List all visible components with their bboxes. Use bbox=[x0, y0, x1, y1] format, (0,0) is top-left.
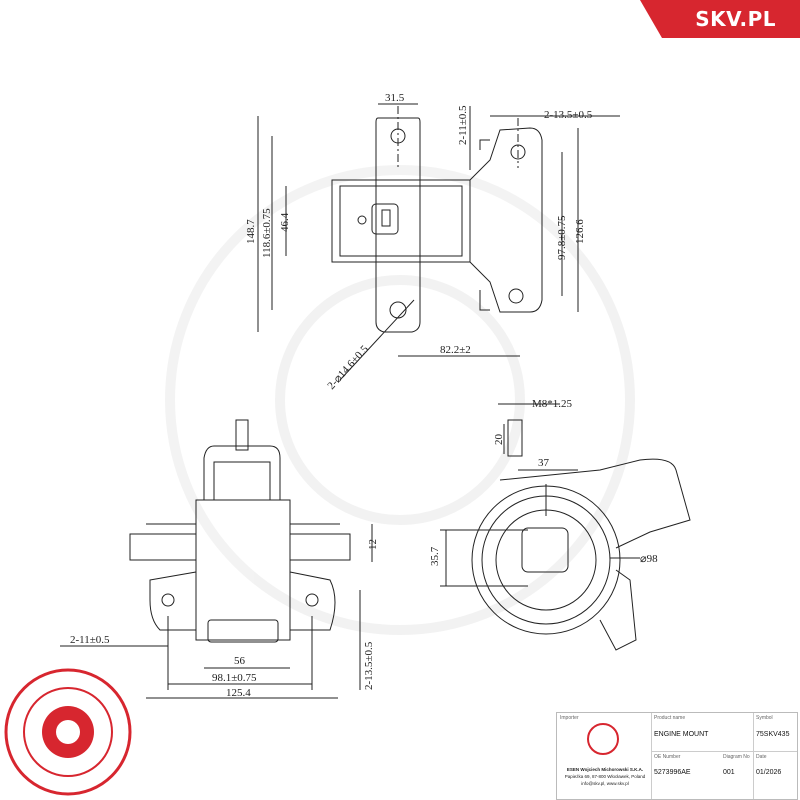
product-name: ENGINE MOUNT bbox=[654, 731, 709, 738]
importer-logo bbox=[587, 723, 619, 755]
importer-contact: info@skv.pl, www.skv.pl bbox=[581, 781, 629, 786]
dim-2-d14-6: 2-⌀14.6±0.5 bbox=[325, 343, 371, 392]
top-view bbox=[257, 103, 620, 381]
brand-logo-text: SKV.PL bbox=[695, 7, 776, 31]
dim-37: 37 bbox=[538, 457, 550, 469]
dim-97-8: 97.8±0.75 bbox=[556, 215, 568, 260]
dim-2-11: 2-11±0.5 bbox=[457, 105, 469, 145]
dim-12: 12 bbox=[367, 539, 379, 550]
dim-2-13-5: 2-13.5±0.5 bbox=[544, 109, 593, 121]
dim-98-1: 98.1±0.75 bbox=[212, 672, 257, 684]
dim-front-2-13-5: 2-13.5±0.5 bbox=[363, 641, 375, 690]
importer-name: ESEN Wojciech Michorowski S.K.A. bbox=[566, 767, 644, 772]
info-table: Importer ESEN Wojciech Michorowski S.K.A… bbox=[556, 712, 798, 800]
dim-31-5: 31.5 bbox=[385, 92, 405, 104]
importer-label: Importer bbox=[560, 715, 579, 721]
dim-125-4: 125.4 bbox=[226, 687, 251, 699]
dim-35-7: 35.7 bbox=[429, 546, 441, 566]
dim-front-2-11: 2-11±0.5 bbox=[70, 634, 110, 646]
dim-d98: ⌀98 bbox=[640, 553, 658, 565]
dim-46-4: 46.4 bbox=[279, 212, 291, 232]
date-value: 01/2026 bbox=[756, 769, 782, 776]
watermark bbox=[165, 165, 635, 635]
dim-148-7: 148.7 bbox=[245, 219, 257, 244]
dim-20: 20 bbox=[493, 434, 505, 446]
oe-number-label: OE Number bbox=[654, 754, 681, 760]
diagram-no: 001 bbox=[723, 769, 735, 776]
dim-56: 56 bbox=[234, 655, 246, 667]
symbol-label: Symbol bbox=[756, 715, 773, 721]
skv-quality-seal bbox=[4, 668, 132, 796]
side-view bbox=[440, 403, 691, 651]
importer-address: Papieżka 69, 87-800 Włocławek, Poland bbox=[564, 774, 646, 779]
dim-126-6: 126.6 bbox=[574, 219, 586, 244]
date-label: Date bbox=[756, 754, 767, 760]
dim-m8: M8*1.25 bbox=[532, 398, 573, 410]
dim-118-6: 118.6±0.75 bbox=[261, 208, 273, 258]
front-view bbox=[60, 419, 373, 699]
symbol-value: 75SKV435 bbox=[756, 731, 790, 738]
diagram-no-label: Diagram No bbox=[723, 754, 750, 760]
oe-number: 5273996AE bbox=[654, 769, 691, 776]
brand-badge: SKV.PL bbox=[640, 0, 800, 38]
product-name-label: Product name bbox=[654, 715, 686, 721]
dim-82-2: 82.2±2 bbox=[440, 344, 471, 356]
